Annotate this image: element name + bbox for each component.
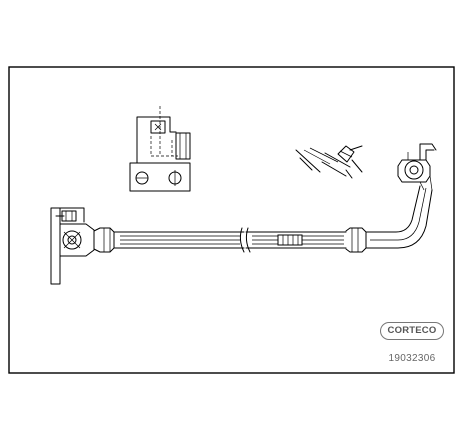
banjo-bolt [62, 230, 82, 250]
part-number-label: 19032306 [388, 353, 436, 364]
left-mounting-bracket [50, 207, 61, 285]
drawing-frame [8, 66, 455, 374]
bracket-detail [129, 106, 191, 192]
hose-section-detail [295, 145, 363, 179]
corteco-logo: CORTECO [380, 322, 444, 340]
right-end-fitting [397, 143, 437, 191]
hose-assembly [50, 143, 437, 285]
hose-marking-band [277, 234, 303, 246]
